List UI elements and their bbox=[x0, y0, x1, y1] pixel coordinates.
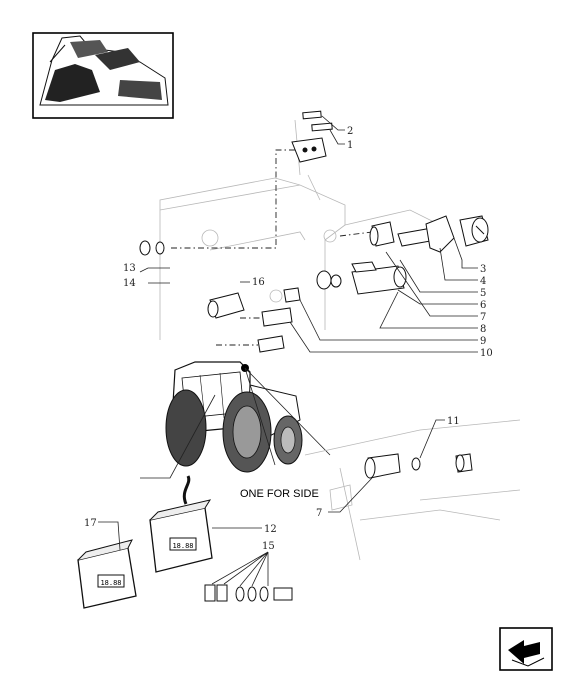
washer-nut bbox=[139, 240, 165, 256]
callout-7-detail: 7 bbox=[316, 508, 322, 519]
callout-5: 5 bbox=[480, 288, 486, 299]
callout-12: 12 bbox=[264, 524, 277, 535]
tractor-illustration bbox=[140, 361, 331, 479]
callout-2: 2 bbox=[347, 126, 353, 137]
callout-1: 1 bbox=[347, 140, 353, 151]
callout-leaders bbox=[139, 115, 478, 353]
callout-9: 9 bbox=[480, 336, 486, 347]
one-for-side-caption: ONE FOR SIDE bbox=[240, 488, 319, 500]
callout-17: 17 bbox=[84, 518, 97, 529]
beacon-lamp-assembly bbox=[216, 215, 489, 353]
callout-13: 13 bbox=[123, 263, 136, 274]
callout-4: 4 bbox=[480, 276, 486, 287]
callout-8: 8 bbox=[480, 324, 486, 335]
leader-17 bbox=[98, 521, 121, 551]
fender-lamp-detail bbox=[304, 419, 521, 561]
display-unit-large bbox=[149, 475, 213, 573]
display-reading-large: 18.88 bbox=[172, 542, 193, 550]
callout-3: 3 bbox=[480, 264, 486, 275]
callout-7: 7 bbox=[480, 312, 486, 323]
callout-14: 14 bbox=[123, 278, 136, 289]
callout-11: 11 bbox=[447, 416, 460, 427]
callout-16: 16 bbox=[252, 277, 265, 288]
next-page-arrow-icon[interactable] bbox=[499, 627, 553, 671]
bushing bbox=[207, 292, 245, 319]
display-reading-small: 18.88 bbox=[100, 579, 121, 587]
tractor-cab-thumbnail-icon bbox=[32, 32, 174, 119]
callout-10: 10 bbox=[480, 348, 493, 359]
mounting-bracket bbox=[291, 110, 333, 163]
callout-6: 6 bbox=[480, 300, 486, 311]
callout-15: 15 bbox=[262, 541, 275, 552]
display-unit-small bbox=[77, 539, 137, 609]
connector-fittings bbox=[204, 551, 293, 602]
